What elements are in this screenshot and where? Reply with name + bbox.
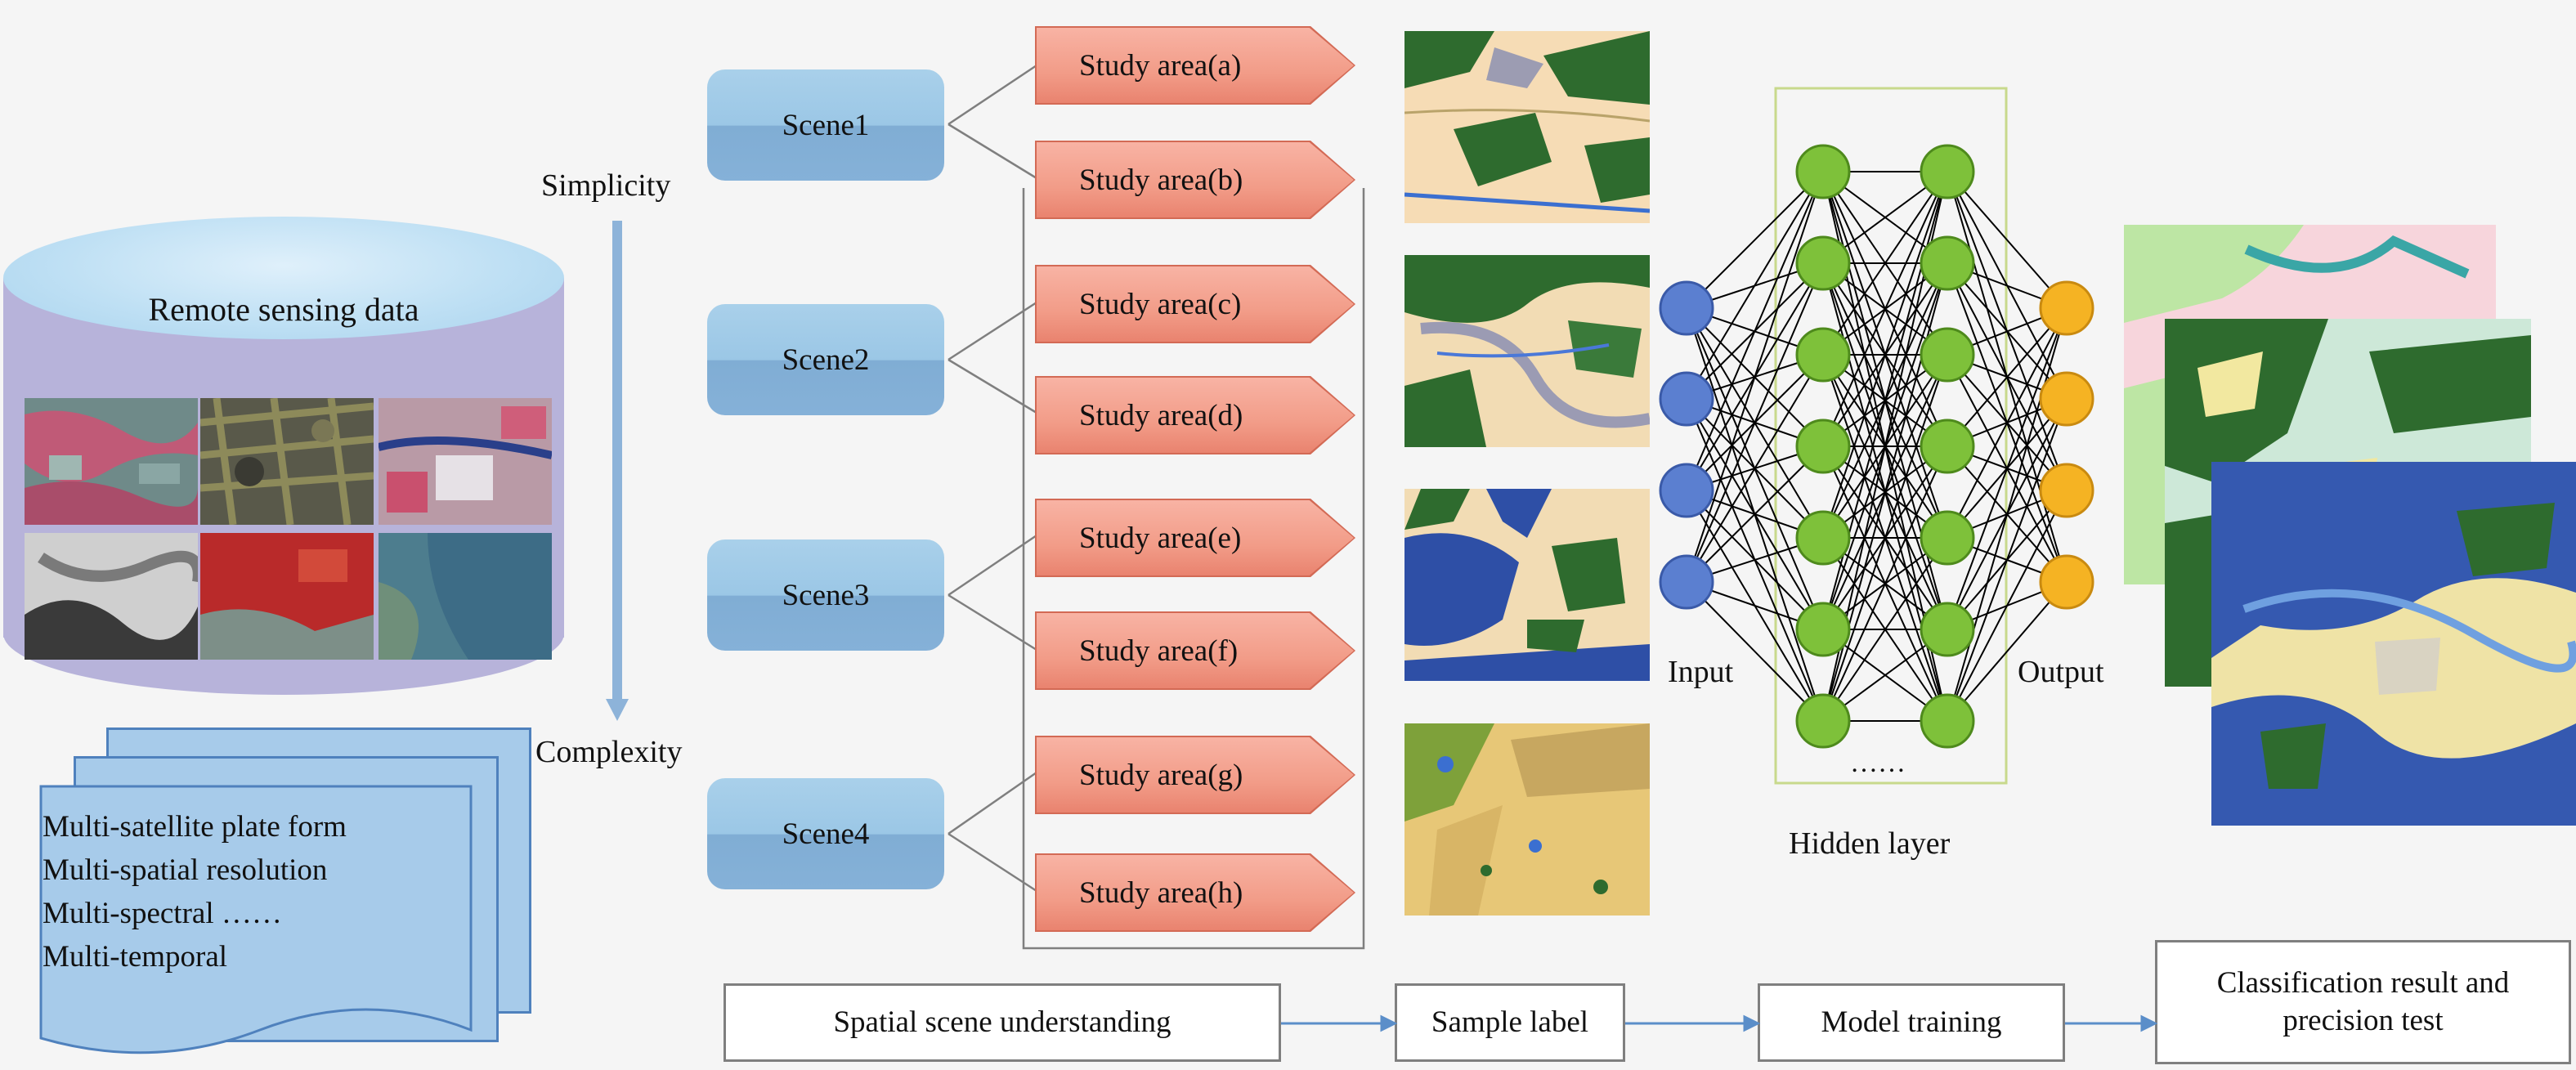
workflow-step-scene-understanding: Spatial scene understanding xyxy=(724,983,1281,1062)
scene-2-box: Scene2 xyxy=(707,304,944,415)
hidden-node xyxy=(1920,419,1975,474)
database-cylinder-top xyxy=(3,217,564,339)
network-connection xyxy=(1686,581,1824,722)
data-feature-item: Multi-spectral …… xyxy=(43,897,282,930)
hidden-node xyxy=(1795,419,1851,474)
blue-water-image xyxy=(379,533,552,660)
data-feature-list: Multi-satellite plate form Multi-spatial… xyxy=(43,805,468,978)
hidden-node xyxy=(1920,327,1975,383)
complexity-arrow xyxy=(606,221,629,721)
network-connection xyxy=(1947,307,2068,539)
workflow-step-classification-result: Classification result and precision test xyxy=(2155,940,2571,1064)
network-connection xyxy=(1686,445,1824,583)
hidden-node xyxy=(1795,602,1851,657)
network-connection xyxy=(1947,398,2068,722)
ellipsis: …… xyxy=(1850,748,1906,778)
network-connection xyxy=(1947,581,2068,722)
scene-3-box: Scene3 xyxy=(707,539,944,651)
hidden-node xyxy=(1920,510,1975,566)
network-connection xyxy=(1822,171,1948,356)
output-node xyxy=(2039,554,2094,610)
false-color-farmland-image xyxy=(25,398,198,525)
grayscale-terrain-image xyxy=(25,533,198,660)
simplicity-label: Simplicity xyxy=(541,168,671,203)
study-area-b: Study area(b) xyxy=(1037,142,1354,217)
output-node xyxy=(2039,371,2094,427)
red-vegetation-image xyxy=(200,533,374,660)
hidden-node xyxy=(1795,144,1851,199)
hidden-node xyxy=(1795,510,1851,566)
hidden-layer-frame xyxy=(1774,87,2008,785)
sample-map-scene-4 xyxy=(1404,723,1650,916)
result-map-front xyxy=(2211,462,2576,826)
complexity-label: Complexity xyxy=(535,735,683,769)
data-feature-item: Multi-temporal xyxy=(43,940,228,974)
remote-sensing-title: Remote sensing data xyxy=(148,291,419,328)
network-connection xyxy=(1686,171,1824,583)
grayscale-texture-image xyxy=(200,398,374,525)
network-connection xyxy=(1686,171,1824,491)
sample-map-scene-2 xyxy=(1404,255,1650,447)
network-connection xyxy=(1947,307,2068,447)
workflow-step-sample-label: Sample label xyxy=(1395,983,1625,1062)
scene-4-box: Scene4 xyxy=(707,778,944,889)
network-connections xyxy=(1686,171,2068,722)
network-connection xyxy=(1822,445,1948,722)
sample-map-scene-1 xyxy=(1404,31,1650,223)
hidden-node xyxy=(1920,144,1975,199)
study-area-d: Study area(d) xyxy=(1037,378,1354,453)
input-node xyxy=(1659,554,1714,610)
study-area-c: Study area(c) xyxy=(1037,266,1354,342)
urban-false-color-image xyxy=(379,398,552,525)
network-connection xyxy=(1822,171,1948,539)
output-node xyxy=(2039,463,2094,518)
network-connection xyxy=(1947,171,2068,309)
hidden-node xyxy=(1920,235,1975,291)
document-front xyxy=(39,785,473,1054)
network-connection xyxy=(1686,171,1824,400)
network-connection xyxy=(1947,490,2068,722)
study-area-h: Study area(h) xyxy=(1037,855,1354,930)
network-connection xyxy=(1947,307,2068,630)
hidden-layer-label: Hidden layer xyxy=(1789,826,1951,861)
network-connection xyxy=(1822,354,1948,722)
study-area-f: Study area(f) xyxy=(1037,613,1354,688)
hidden-node xyxy=(1920,602,1975,657)
network-connection xyxy=(1686,171,1824,309)
network-connection xyxy=(1686,354,1824,583)
workflow-step-model-training: Model training xyxy=(1758,983,2065,1062)
output-node xyxy=(2039,280,2094,336)
input-node xyxy=(1659,463,1714,518)
hidden-node xyxy=(1795,693,1851,749)
neural-network xyxy=(1659,87,2094,785)
hidden-node xyxy=(1795,327,1851,383)
study-area-a: Study area(a) xyxy=(1037,28,1354,103)
hidden-node xyxy=(1920,693,1975,749)
study-area-e: Study area(e) xyxy=(1037,500,1354,575)
sample-map-scene-3 xyxy=(1404,489,1650,681)
input-label: Input xyxy=(1668,655,1734,689)
network-connection xyxy=(1947,307,2068,722)
data-feature-item: Multi-spatial resolution xyxy=(43,853,328,887)
output-label: Output xyxy=(2018,655,2104,689)
data-feature-item: Multi-satellite plate form xyxy=(43,810,347,844)
input-node xyxy=(1659,371,1714,427)
network-connection xyxy=(1822,171,1948,447)
scene-1-box: Scene1 xyxy=(707,69,944,181)
network-connection xyxy=(1822,537,1948,722)
input-node xyxy=(1659,280,1714,336)
network-connection xyxy=(1686,262,1824,583)
hidden-node xyxy=(1795,235,1851,291)
study-area-g: Study area(g) xyxy=(1037,737,1354,813)
